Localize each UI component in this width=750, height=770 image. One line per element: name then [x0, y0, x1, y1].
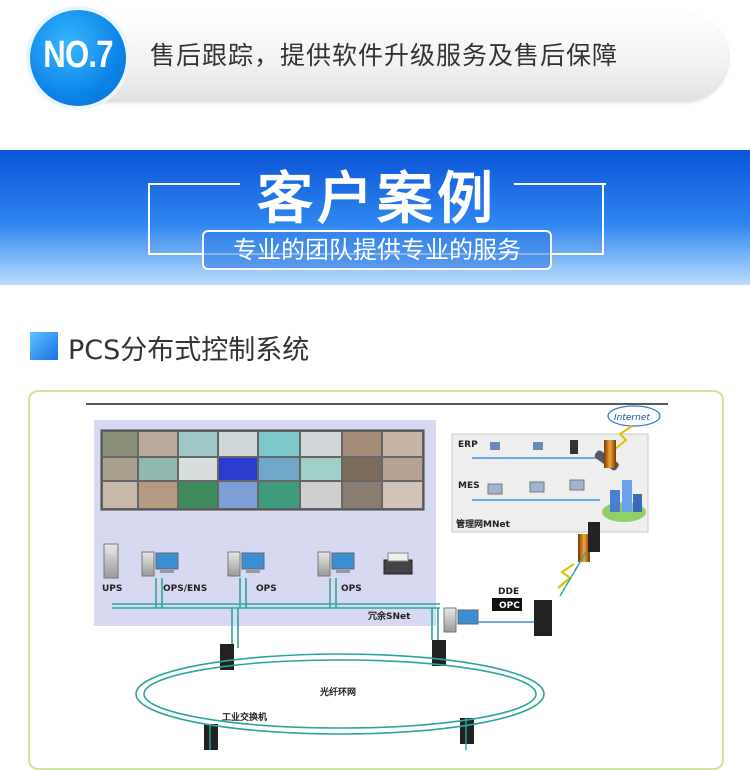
workstation-ops-2 [317, 551, 355, 577]
workstation-ops-ens [141, 551, 179, 577]
label-fiber-ring: 光纤环网 [319, 686, 356, 698]
label-mgmt-net: 管理网MNet [456, 518, 511, 530]
header-title: 客户案例 [257, 167, 497, 232]
wireless-link-icon [613, 425, 633, 451]
printer [383, 552, 413, 575]
label-industrial-switch: 工业交换机 [222, 711, 267, 723]
internet-cloud: Internet [607, 405, 661, 427]
label-redundant-net: 冗余SNet [367, 610, 411, 622]
switch-right-icon [432, 640, 446, 666]
header-frame-top-right [514, 183, 606, 185]
feature-pill [40, 14, 728, 100]
pcs-diagram: UPS OPS/ENS OPS OPS 冗余SNet ERP MES 管理网MN… [86, 403, 668, 750]
mgmt-lines [472, 457, 600, 501]
dde-uplink [559, 551, 587, 597]
workstation-ops-1 [227, 551, 265, 577]
fiber-ring-outer [135, 653, 545, 735]
label-opc: OPC [499, 601, 520, 611]
firewall-middle-icon [578, 534, 590, 562]
label-internet: Internet [614, 413, 650, 423]
section-title: PCS分布式控制系统 [68, 335, 310, 366]
server-top-icon [588, 522, 600, 552]
switch-left-icon [220, 644, 234, 670]
switch-bottom-right-icon [460, 718, 474, 744]
mes-terminals [487, 479, 585, 495]
ups-tower [103, 543, 119, 579]
fiber-ring-inner [143, 659, 537, 729]
section-square-icon [30, 332, 58, 360]
opc-logo [492, 598, 522, 611]
enterprise-buildings-icon [602, 480, 646, 522]
label-ups: UPS [102, 584, 122, 594]
lightning-link-icon [557, 563, 575, 589]
label-dde: DDE [498, 587, 519, 597]
label-ops-2: OPS [341, 584, 362, 594]
header-subtitle: 专业的团队提供专业的服务 [202, 230, 552, 270]
switch-bottom-left-icon [204, 724, 218, 750]
label-erp: ERP [458, 440, 478, 450]
label-mes: MES [458, 481, 480, 491]
gateway-computer [443, 607, 479, 633]
video-wall [100, 429, 425, 511]
feature-text: 售后跟踪，提供软件升级服务及售后保障 [150, 41, 619, 70]
firewall-top-icon [604, 440, 616, 468]
badge-label: NO.7 [43, 34, 113, 76]
erp-terminals [490, 440, 578, 454]
dde-server-icon [534, 600, 552, 636]
label-ops-1: OPS [256, 584, 277, 594]
number-badge: NO.7 [26, 6, 130, 110]
header-frame-top-left [148, 183, 240, 185]
snet-lines [112, 578, 440, 648]
label-ops-ens: OPS/ENS [163, 584, 207, 594]
